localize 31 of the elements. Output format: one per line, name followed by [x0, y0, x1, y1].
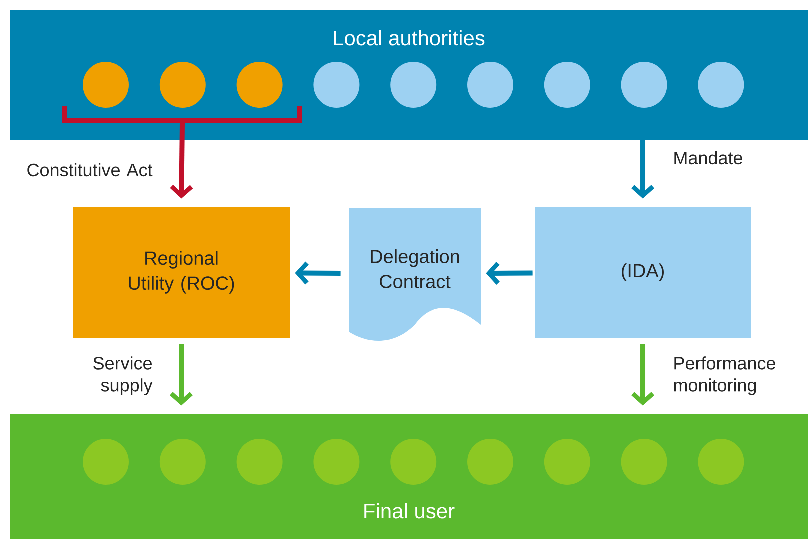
circle	[621, 62, 668, 108]
edge-label: Service supply	[94, 356, 153, 396]
arrow	[632, 344, 655, 406]
circle	[390, 439, 437, 485]
edge-label: Mandate	[674, 151, 742, 165]
circle	[160, 62, 206, 108]
circle	[160, 439, 206, 485]
circle	[468, 62, 514, 108]
arrow	[632, 140, 655, 199]
circle	[468, 439, 514, 485]
circle	[83, 439, 129, 485]
circle	[390, 62, 437, 108]
process-box: Regional Utility (ROC)	[73, 207, 290, 338]
circle	[83, 62, 129, 108]
circle	[314, 62, 360, 108]
circle	[544, 439, 590, 485]
bracket	[62, 106, 302, 123]
process-box: (IDA)	[535, 207, 751, 338]
arrow	[170, 123, 194, 199]
arrow	[486, 262, 533, 285]
circle	[698, 62, 744, 108]
edge-label: Constitutive Act	[28, 163, 153, 177]
circle	[236, 62, 283, 108]
circle	[544, 62, 590, 108]
arrow	[170, 344, 193, 406]
circle	[314, 439, 360, 485]
circle	[621, 439, 668, 485]
arrow	[295, 262, 341, 285]
edge-label: Performance monitoring	[674, 356, 776, 396]
circle	[236, 439, 283, 485]
circle	[698, 439, 744, 485]
